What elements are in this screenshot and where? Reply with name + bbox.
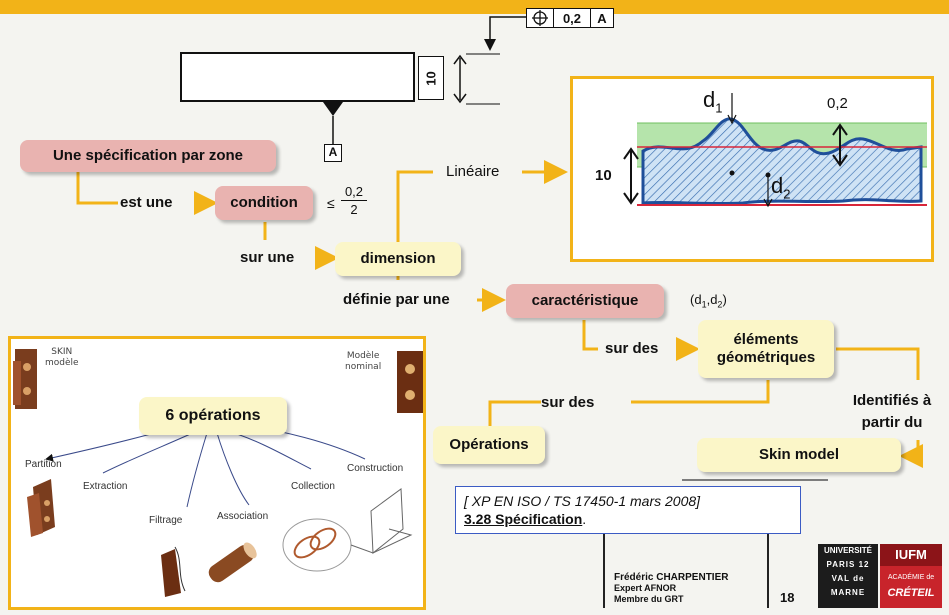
top-accent-bar <box>0 0 949 14</box>
nominal-part-icon <box>397 351 423 413</box>
nominal-model-caption: Modèle nominal <box>345 351 382 372</box>
datum-label: A <box>324 144 342 162</box>
zone-figure: d1 0,2 10 d2 <box>570 76 934 262</box>
d-pair-label: (d1,d2) <box>690 292 727 310</box>
zone-tol-label: 0,2 <box>827 95 848 112</box>
skin-model-box: Skin model <box>697 438 901 472</box>
author-name: Frédéric CHARPENTIER <box>614 572 729 583</box>
identifies-label: Identifiés à partir du <box>852 392 932 431</box>
tolerance-frame: 0,2 A <box>526 8 614 28</box>
label-sur-des-2: sur des <box>541 394 595 411</box>
op-association: Association <box>217 511 269 522</box>
zone-dim-label: 10 <box>595 167 612 184</box>
tolerance-value: 0,2 <box>554 9 591 27</box>
datum-triangle <box>323 102 343 116</box>
fraction-numerator: 0,2 <box>341 183 367 201</box>
iufm-logo: IUFM ACADÉMIE de CRÉTEIL <box>880 544 942 608</box>
zone-d1-label: d1 <box>703 87 723 116</box>
caracteristique-box: caractéristique <box>506 284 664 318</box>
author-role2: Membre du GRT <box>614 594 684 604</box>
reference-line1: [ XP EN ISO / TS 17450-1 mars 2008] <box>464 493 701 509</box>
position-icon <box>527 9 554 27</box>
reference-box: [ XP EN ISO / TS 17450-1 mars 2008] 3.28… <box>455 486 801 534</box>
zone-d2-label: d2 <box>771 173 791 202</box>
tolerance-datum: A <box>597 10 607 26</box>
fraction-denominator: 2 <box>350 202 358 217</box>
reference-line2: 3.28 Spécification. <box>464 511 587 527</box>
label-sur-des-1: sur des <box>605 340 659 357</box>
le-symbol: ≤ <box>327 195 335 211</box>
condition-box: condition <box>215 186 313 220</box>
label-sur-une: sur une <box>240 249 295 266</box>
university-logo: UNIVERSITÉ PARIS 12 VAL de MARNE <box>818 544 878 608</box>
op-extraction: Extraction <box>83 481 128 492</box>
fraction: 0,2 2 <box>341 183 367 218</box>
op-partition: Partition <box>25 459 62 470</box>
author-role1: Expert AFNOR <box>614 583 677 593</box>
operations-illustration <box>13 349 423 597</box>
tolerance-leader-arrow <box>484 16 526 51</box>
dimension-box-flow: dimension <box>335 242 461 276</box>
dimension-value: 10 <box>423 70 439 86</box>
op-collection: Collection <box>291 481 335 492</box>
author-block: Frédéric CHARPENTIER Expert AFNOR Membre… <box>614 572 728 605</box>
dimension-box: 10 <box>418 56 444 100</box>
op-construction: Construction <box>347 463 404 474</box>
label-lineaire: Linéaire <box>446 163 500 180</box>
spec-zone-box: Une spécification par zone <box>20 140 276 172</box>
op-filtrage: Filtrage <box>149 515 183 526</box>
part-rectangle <box>180 52 415 102</box>
label-est-une: est une <box>120 194 173 211</box>
six-operations-box: 6 opérations <box>139 397 287 435</box>
label-definie-par-une: définie par une <box>343 291 450 308</box>
operations-panel: SKIN modèle Modèle nominal 6 opérations … <box>8 336 426 610</box>
zone-figure-drawing <box>623 93 927 208</box>
page-number: 18 <box>780 590 795 605</box>
operations-box: Opérations <box>433 426 545 464</box>
elements-geometriques-box: éléments géométriques <box>698 320 834 378</box>
skin-model-caption: SKIN modèle <box>45 347 79 368</box>
